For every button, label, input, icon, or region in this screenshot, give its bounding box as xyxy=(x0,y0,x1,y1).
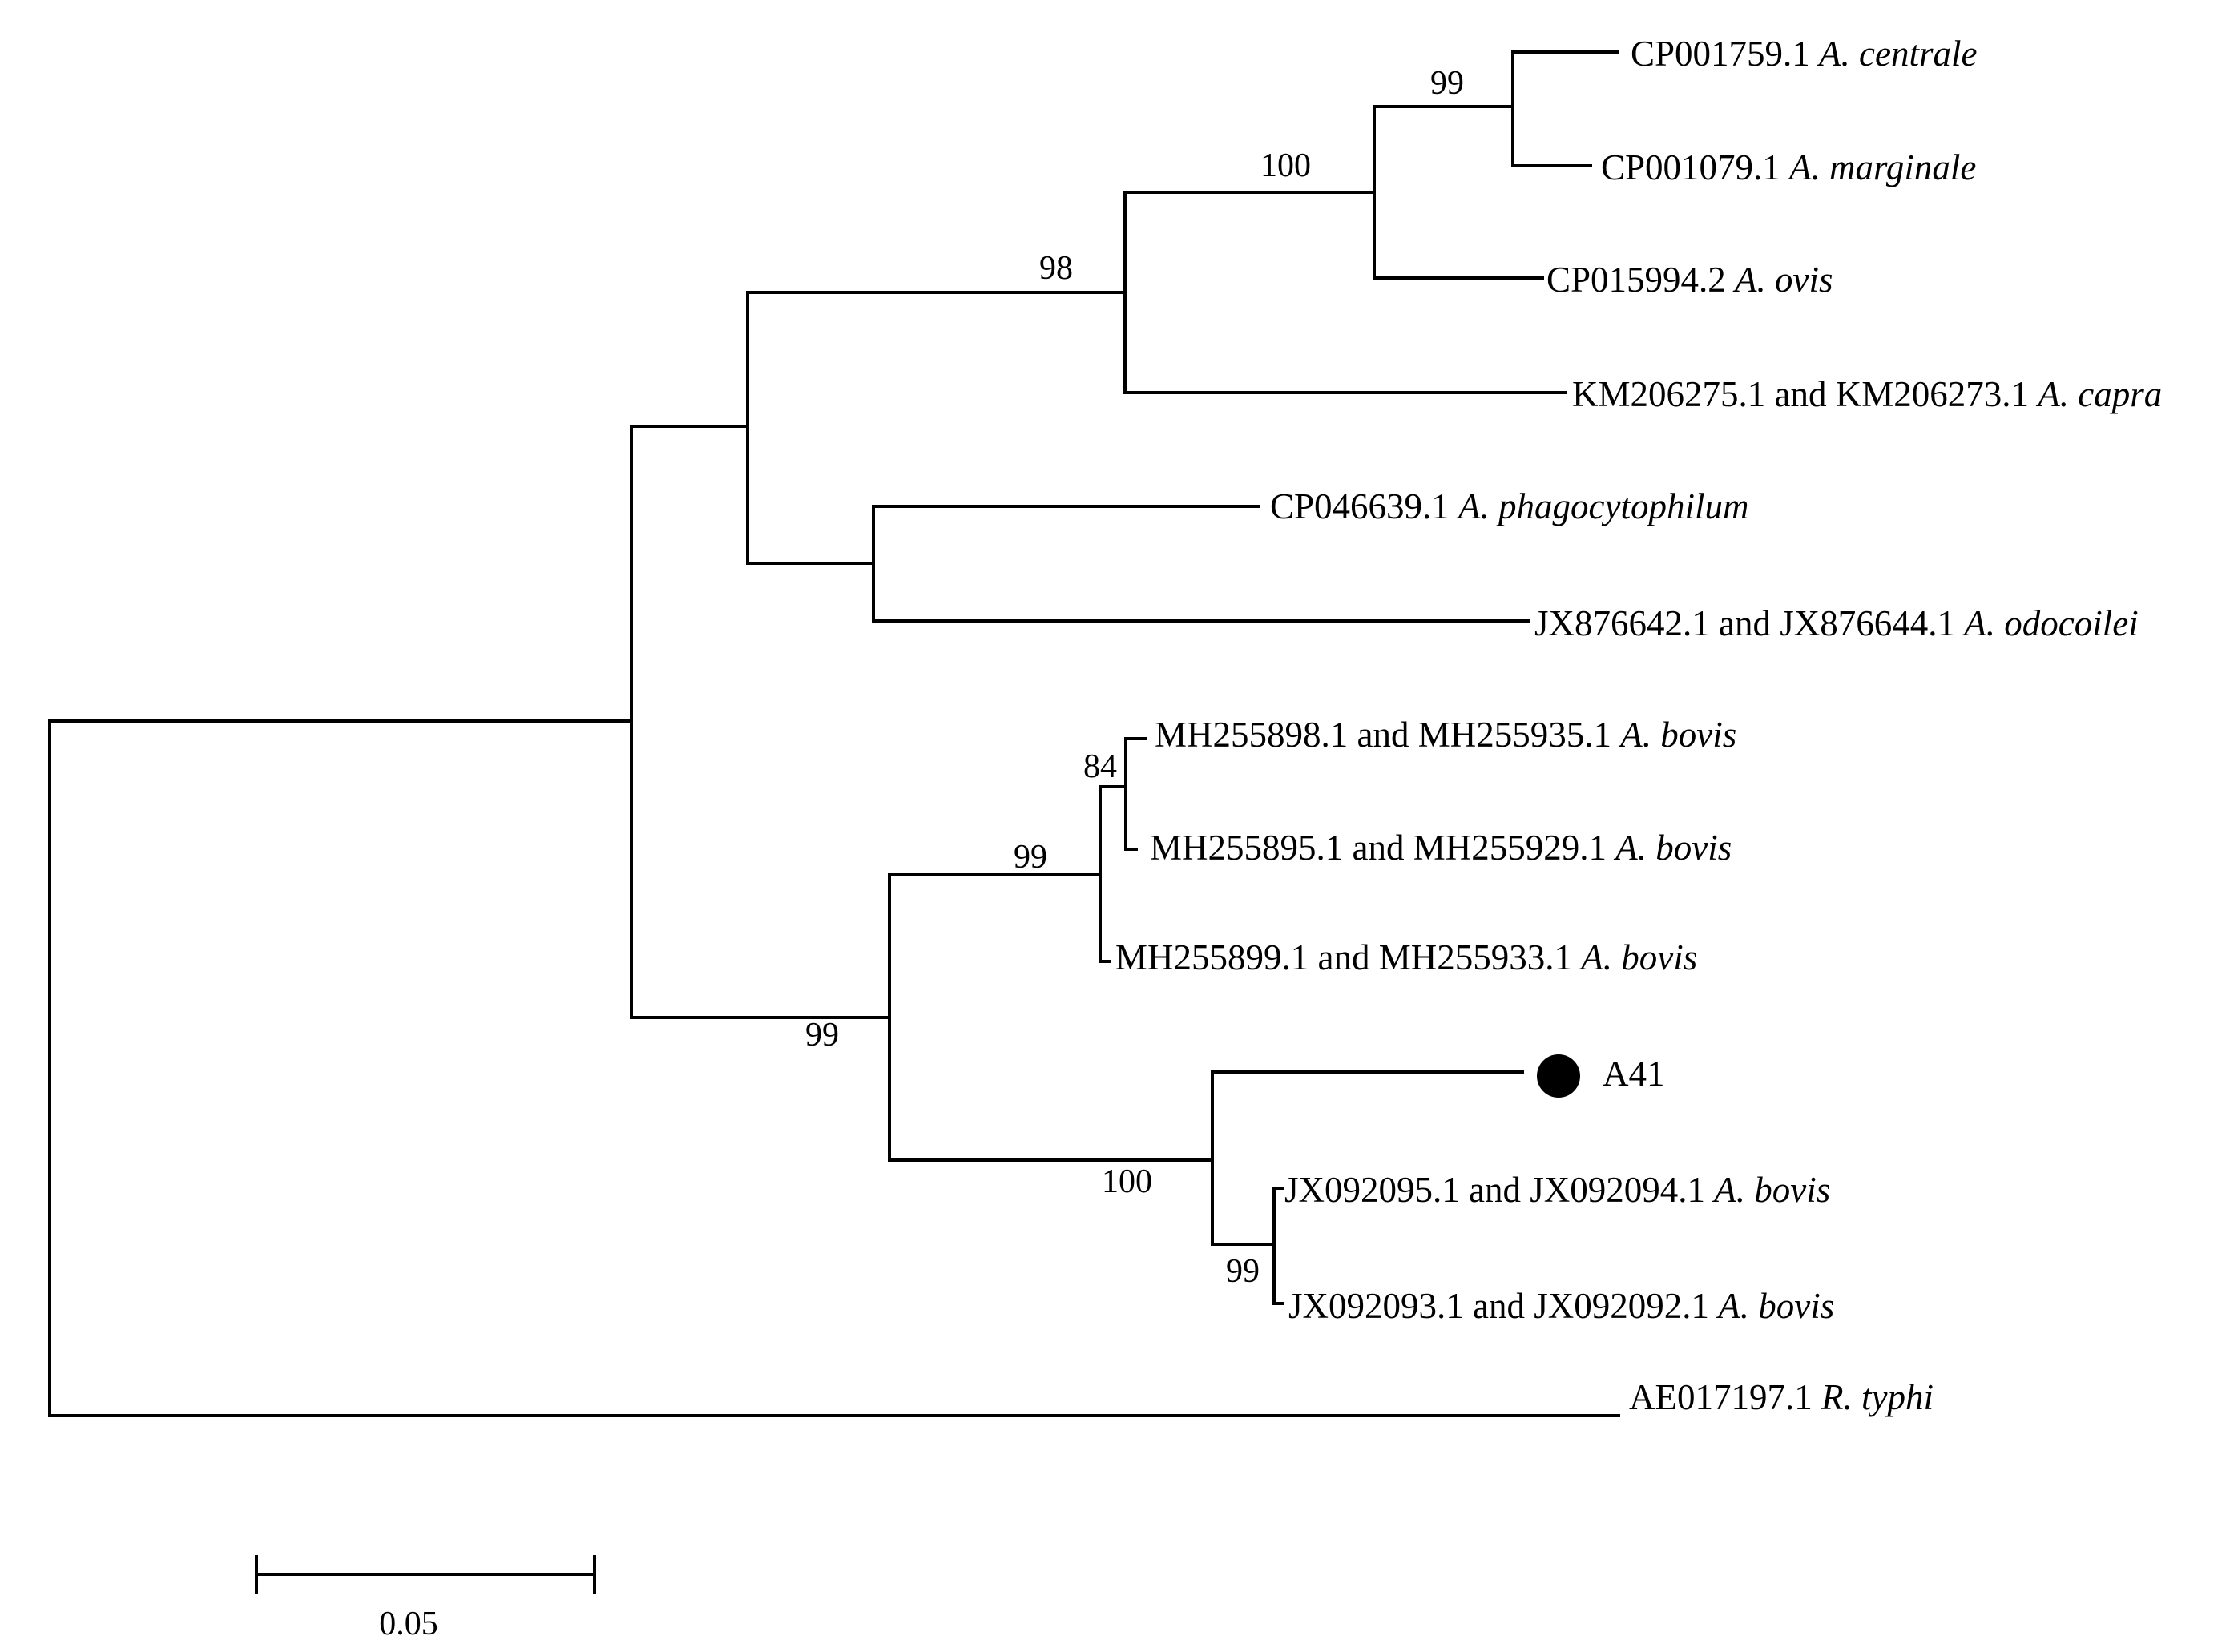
leaf-label-capra: KM206275.1 and KM206273.1 A. capra xyxy=(1572,374,2162,414)
leaf-label-marginale: CP001079.1 A. marginale xyxy=(1601,147,1976,187)
leaf-label-bovis-5: JX092093.1 and JX092092.1 A. bovis xyxy=(1288,1286,1834,1326)
leaf-label-a41: A41 xyxy=(1603,1054,1665,1094)
leaf-label-bovis-1: MH255898.1 and MH255935.1 A. bovis xyxy=(1155,715,1736,755)
bootstrap-centrale-ovis: 100 xyxy=(1260,147,1311,184)
bootstrap-values: 99 100 98 84 99 99 100 99 xyxy=(805,65,1464,1290)
leaf-label-bovis-3: MH255899.1 and MH255933.1 A. bovis xyxy=(1115,937,1697,977)
scale-bar: 0.05 xyxy=(255,1555,596,1642)
bootstrap-centrale-marginale: 99 xyxy=(1430,65,1464,102)
leaf-labels: CP001759.1 A. centrale CP001079.1 A. mar… xyxy=(1115,34,2162,1417)
tree-branches xyxy=(48,50,1620,1417)
leaf-label-typhi: AE017197.1 R. typhi xyxy=(1629,1377,1934,1417)
leaf-label-centrale: CP001759.1 A. centrale xyxy=(1631,34,1977,74)
leaf-label-bovis-2: MH255895.1 and MH255929.1 A. bovis xyxy=(1150,828,1732,868)
bootstrap-bovis1-bovis2: 84 xyxy=(1083,748,1117,785)
bootstrap-a41-bovis4: 100 xyxy=(1102,1163,1152,1200)
scale-bar-label: 0.05 xyxy=(379,1606,438,1642)
bootstrap-centrale-capra: 98 xyxy=(1039,250,1073,287)
a41-marker-icon xyxy=(1537,1054,1580,1098)
bootstrap-bovis4-bovis5: 99 xyxy=(1226,1253,1260,1290)
leaf-label-ovis: CP015994.2 A. ovis xyxy=(1546,260,1833,300)
leaf-label-odocoilei: JX876642.1 and JX876644.1 A. odocoilei xyxy=(1534,603,2139,643)
leaf-label-phagocytophilum: CP046639.1 A. phagocytophilum xyxy=(1270,486,1749,526)
bootstrap-bovis-a41: 99 xyxy=(805,1017,839,1054)
leaf-label-bovis-4: JX092095.1 and JX092094.1 A. bovis xyxy=(1284,1170,1830,1210)
bootstrap-bovis1-bovis3: 99 xyxy=(1014,839,1047,876)
